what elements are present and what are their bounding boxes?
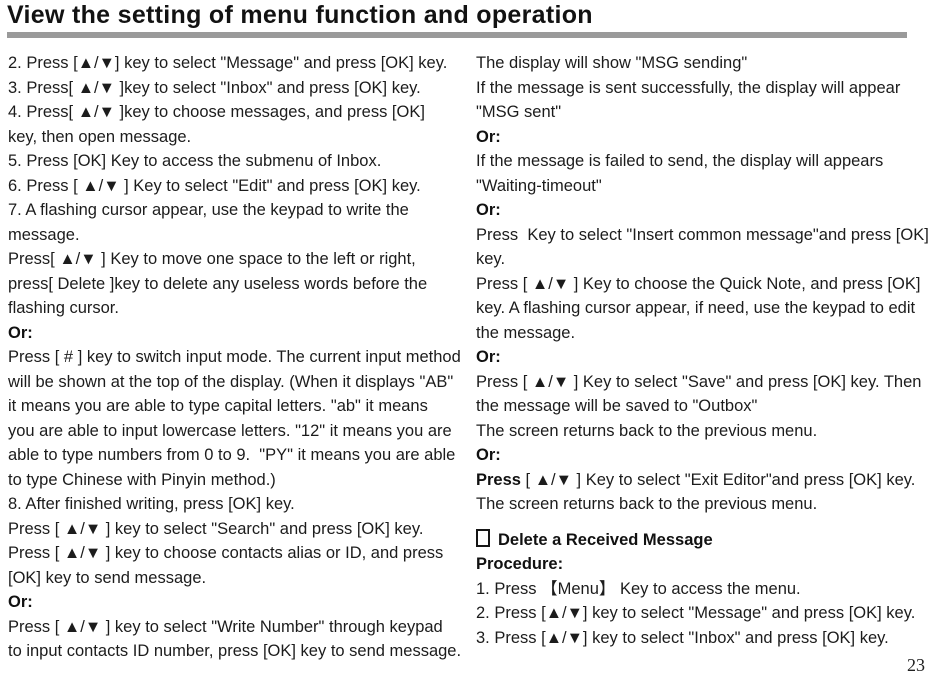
text-line: The display will show "MSG sending" bbox=[476, 54, 748, 72]
text-line: able to type numbers from 0 to 9. "PY" i… bbox=[8, 446, 456, 464]
text-line: 3. Press[ ▲/▼ ]key to select "Inbox" and… bbox=[8, 78, 421, 97]
text-line: 3. Press [▲/▼] key to select "Inbox" and… bbox=[476, 628, 889, 647]
bold-lead-word: Press bbox=[476, 470, 521, 489]
text-line: press[ Delete ]key to delete any useless… bbox=[8, 274, 428, 293]
text-line: 6. Press [ ▲/▼ ] Key to select "Edit" an… bbox=[8, 176, 421, 195]
text-line: Or: bbox=[476, 348, 501, 366]
text-line: The screen returns back to the previous … bbox=[476, 421, 818, 440]
text-line: flashing cursor. bbox=[8, 299, 119, 317]
text-line: "Waiting-timeout" bbox=[476, 176, 602, 195]
text-line: 5. Press [OK] Key to access the submenu … bbox=[8, 152, 382, 170]
text-line: The screen returns back to the previous … bbox=[476, 495, 818, 513]
text-line: Or: bbox=[8, 323, 33, 342]
text-line: Or: bbox=[8, 593, 33, 611]
text-line: Press [ ▲/▼ ] key to choose contacts ali… bbox=[8, 544, 444, 562]
text-line: Press [ ▲/▼ ] Key to select "Exit Editor… bbox=[476, 470, 916, 489]
text-line: to type Chinese with Pinyin method.) bbox=[8, 470, 276, 489]
text-line: Press[ ▲/▼ ] Key to move one space to th… bbox=[8, 250, 416, 268]
text-line: Or: bbox=[476, 127, 501, 146]
text-line: 4. Press[ ▲/▼ ]key to choose messages, a… bbox=[8, 103, 425, 121]
divider-rule bbox=[7, 32, 907, 38]
left-column: 2. Press [▲/▼] key to select "Message" a… bbox=[8, 51, 476, 664]
two-column-body: 2. Press [▲/▼] key to select "Message" a… bbox=[0, 38, 940, 664]
text-line: Press Key to select "Insert common messa… bbox=[476, 225, 929, 244]
text-line: If the message is failed to send, the di… bbox=[476, 152, 884, 170]
page-number: 23 bbox=[907, 655, 925, 675]
text-line: 8. After finished writing, press [OK] ke… bbox=[8, 495, 295, 513]
text-line: 1. Press 【Menu】 Key to access the menu. bbox=[476, 579, 801, 598]
text-line: 2. Press [▲/▼] key to select "Message" a… bbox=[8, 54, 448, 72]
square-bullet-icon bbox=[476, 528, 490, 547]
text-line: Press [ # ] key to switch input mode. Th… bbox=[8, 348, 461, 366]
text-line: "MSG sent" bbox=[476, 103, 562, 121]
section-heading: Delete a Received Message bbox=[476, 528, 932, 553]
section-subheading: Procedure: bbox=[476, 555, 564, 573]
text-line: it means you are able to type capital le… bbox=[8, 397, 428, 415]
right-column: The display will show "MSG sending" If th… bbox=[476, 51, 932, 664]
text-line: message. bbox=[8, 225, 80, 244]
text-line: Press [ ▲/▼ ] key to select "Write Numbe… bbox=[8, 617, 443, 636]
text-line: the message will be saved to "Outbox" bbox=[476, 397, 758, 415]
text-line: Press [ ▲/▼ ] Key to choose the Quick No… bbox=[476, 274, 921, 293]
text-line: Or: bbox=[476, 446, 501, 464]
text-line: Or: bbox=[476, 201, 501, 219]
text-line: If the message is sent successfully, the… bbox=[476, 78, 901, 97]
text-line: to input contacts ID number, press [OK] … bbox=[8, 642, 462, 660]
text-line: [OK] key to send message. bbox=[8, 568, 207, 587]
text-line: Press [ ▲/▼ ] key to select "Search" and… bbox=[8, 519, 424, 538]
text-line: key. bbox=[476, 250, 506, 268]
text-line: key, then open message. bbox=[8, 127, 192, 146]
page-title: View the setting of menu function and op… bbox=[7, 1, 593, 29]
text-line: will be shown at the top of the display.… bbox=[8, 372, 454, 391]
text-line: the message. bbox=[476, 323, 576, 342]
text-line: 2. Press [▲/▼] key to select "Message" a… bbox=[476, 604, 916, 622]
text-line: Press [ ▲/▼ ] Key to select "Save" and p… bbox=[476, 372, 922, 391]
text-line: you are able to input lowercase letters.… bbox=[8, 421, 452, 440]
text-line: 7. A flashing cursor appear, use the key… bbox=[8, 201, 409, 219]
text-line: key. A flashing cursor appear, if need, … bbox=[476, 299, 916, 317]
